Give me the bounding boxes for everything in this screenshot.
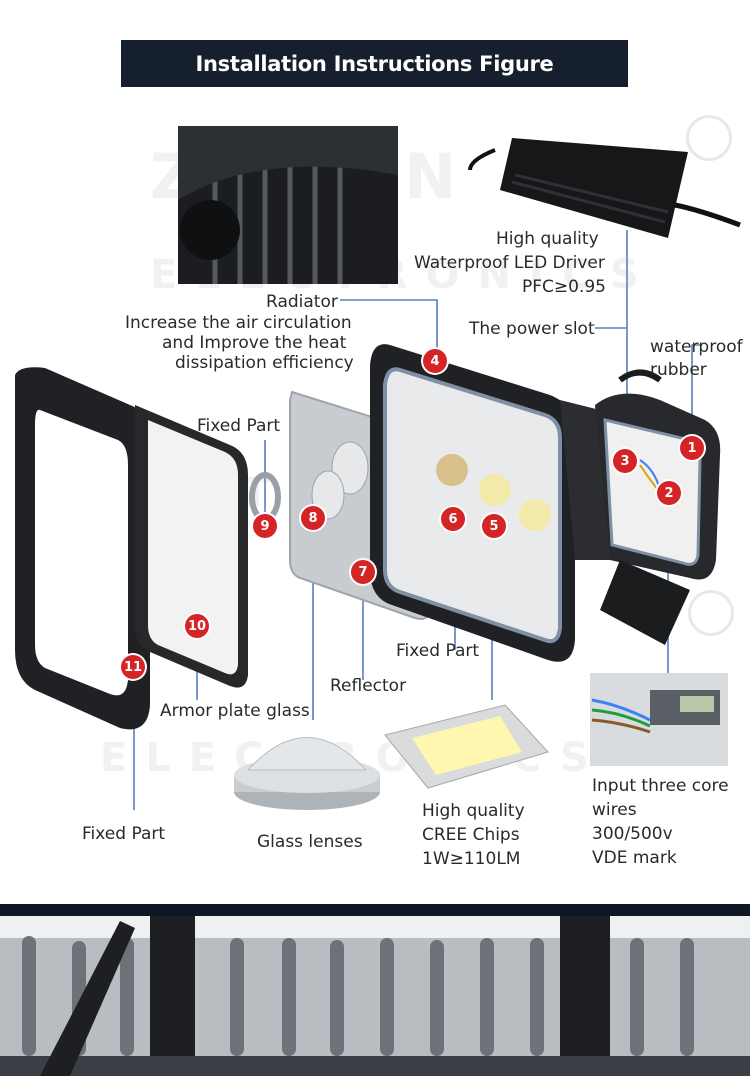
badge-7: 7 (351, 560, 375, 584)
badge-5: 5 (482, 514, 506, 538)
badge-9: 9 (253, 514, 277, 538)
registered-mark-icon (688, 590, 734, 636)
badge-4: 4 (423, 349, 447, 373)
driver-label-1: High quality (496, 229, 599, 249)
chips-label-1: High quality (422, 801, 525, 821)
glass-lens (234, 737, 380, 810)
power-slot-label: The power slot (469, 319, 595, 339)
fixed-part-top-label: Fixed Part (197, 416, 281, 436)
housing (370, 344, 721, 662)
driver-label-3: PFC≥0.95 (522, 277, 606, 297)
led-chip (384, 704, 549, 789)
reflector-label: Reflector (330, 676, 407, 696)
input-wires-label-4: VDE mark (592, 848, 677, 868)
armor-glass (135, 405, 248, 688)
chips-label-2: CREE Chips (422, 825, 520, 845)
badge-3: 3 (613, 449, 637, 473)
radiator-label: Radiator (266, 292, 338, 312)
input-wires-label-3: 300/500v (592, 824, 673, 844)
divider-band (0, 904, 750, 916)
page-title: Installation Instructions Figure (195, 51, 554, 76)
radiator-desc-1: Increase the air circulation (125, 313, 352, 333)
badge-2: 2 (657, 481, 681, 505)
input-wires-label-2: wires (592, 800, 637, 820)
title-banner: Installation Instructions Figure (121, 40, 628, 87)
glass-lenses-label: Glass lenses (257, 832, 363, 852)
radiator-desc-2: and Improve the heat (162, 333, 347, 353)
registered-mark-icon (686, 115, 732, 161)
badge-6: 6 (441, 507, 465, 531)
driver-label-2: Waterproof LED Driver (414, 253, 605, 273)
waterproof-label-2: rubber (650, 360, 707, 380)
input-wires-label-1: Input three core (592, 776, 729, 796)
waterproof-label-1: waterproof (650, 337, 743, 357)
chips-label-3: 1W≥110LM (422, 849, 521, 869)
fixed-part-bottom-label: Fixed Part (82, 824, 166, 844)
radiator-desc-3: dissipation efficiency (175, 353, 354, 373)
outer-frame (15, 367, 150, 730)
heatsink-photo (0, 916, 750, 1076)
badge-10: 10 (185, 614, 209, 638)
fixed-part-mid-label: Fixed Part (396, 641, 480, 661)
badge-11: 11 (121, 655, 145, 679)
armor-glass-label: Armor plate glass (160, 701, 310, 721)
led-driver (468, 138, 741, 238)
badge-1: 1 (680, 436, 704, 460)
radiator-photo (178, 126, 398, 284)
caliper-photo (590, 673, 728, 766)
badge-8: 8 (301, 506, 325, 530)
